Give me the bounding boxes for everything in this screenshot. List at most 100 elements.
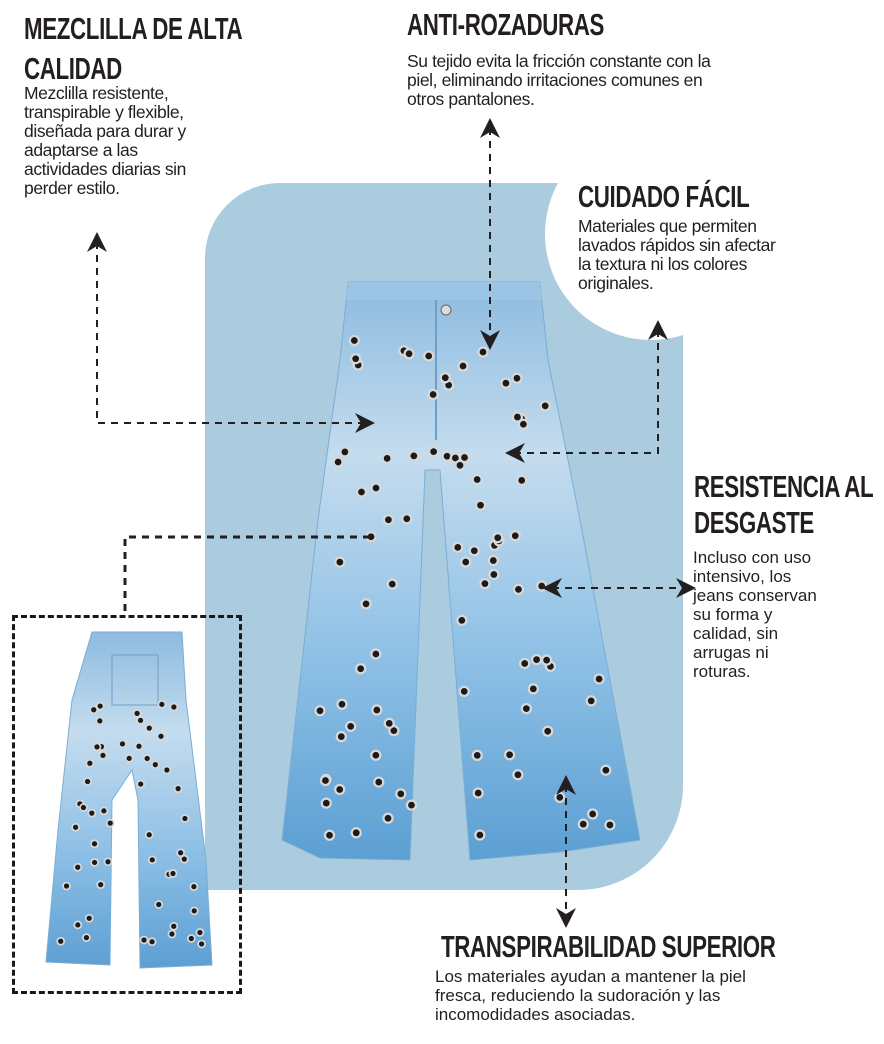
grommets-main — [314, 334, 616, 841]
grommet — [189, 882, 199, 892]
grommet — [335, 730, 347, 743]
feature-title: CALIDAD — [24, 51, 122, 86]
grommet — [600, 764, 612, 776]
grommet — [458, 685, 470, 698]
grommet — [136, 715, 145, 725]
grommet — [98, 750, 108, 760]
grommet — [144, 723, 154, 733]
grommet — [371, 704, 383, 716]
grommet — [168, 869, 178, 878]
grommet — [395, 788, 407, 800]
grommet — [479, 578, 491, 590]
grommet — [89, 705, 99, 715]
grommet — [118, 739, 127, 749]
grommet — [79, 803, 88, 812]
grommet — [87, 808, 97, 818]
connector-back-view — [123, 535, 370, 615]
back-jeans — [45, 631, 213, 969]
grommet — [512, 583, 525, 596]
feature-title: CUIDADO FÁCIL — [578, 179, 750, 214]
grommet — [314, 705, 326, 717]
grommet — [382, 514, 395, 526]
grommet — [519, 657, 531, 670]
grommet — [62, 881, 71, 891]
grommet — [95, 701, 105, 711]
grommet — [474, 499, 487, 511]
grommet — [92, 742, 102, 752]
feature-title: ANTI-ROZADURAS — [407, 7, 605, 42]
feature-title: DESGASTE — [694, 505, 814, 540]
grommet — [73, 862, 83, 872]
grommet — [527, 683, 539, 695]
grommet — [139, 935, 149, 945]
grommet — [520, 702, 532, 715]
grommet — [370, 749, 382, 761]
grommet — [154, 900, 164, 909]
grommet — [373, 776, 385, 788]
grommet — [82, 933, 91, 943]
feature-title: TRANSPIRABILIDAD SUPERIOR — [441, 929, 776, 964]
grommet — [457, 360, 469, 372]
grommet — [403, 348, 415, 360]
grommet — [136, 779, 146, 789]
grommet — [516, 474, 528, 487]
grommet — [452, 541, 464, 553]
grommet — [503, 749, 516, 761]
grommet — [332, 456, 344, 468]
panel-cutout — [545, 128, 757, 340]
grommet — [370, 482, 382, 494]
grommet — [386, 578, 398, 590]
grommet — [355, 663, 367, 675]
grommet — [142, 754, 152, 763]
grommet — [383, 717, 395, 729]
grommet — [197, 939, 206, 949]
grommet — [456, 614, 468, 627]
feature-text: Mezclilla resistente, transpirable y fle… — [24, 83, 186, 198]
grommet — [405, 799, 418, 811]
grommet — [84, 913, 94, 923]
grommet — [423, 350, 435, 362]
grommet — [509, 530, 521, 542]
grommet — [471, 473, 483, 486]
grommets-back — [56, 699, 206, 949]
grommet — [339, 446, 351, 458]
feature-title: MEZCLILLA DE ALTA — [24, 11, 243, 46]
grommet — [355, 486, 368, 498]
grommet — [96, 880, 106, 890]
grommet — [382, 812, 394, 824]
grommet — [156, 731, 166, 741]
grommet — [439, 372, 451, 384]
grommet — [167, 929, 177, 939]
grommet — [334, 783, 346, 796]
grommet — [195, 928, 205, 937]
grommet — [147, 937, 157, 947]
feature-text: Materiales que permiten lavados rápidos … — [578, 216, 776, 293]
grommet — [320, 797, 332, 809]
grommet — [471, 749, 483, 761]
grommet — [173, 784, 183, 793]
grommet — [105, 818, 115, 828]
grommet — [144, 830, 154, 840]
grommet — [512, 769, 524, 781]
grommet — [323, 829, 336, 841]
grommet — [147, 855, 157, 865]
grommet — [95, 716, 105, 726]
grommet — [169, 921, 179, 931]
grommet — [474, 829, 486, 841]
grommet — [71, 822, 80, 832]
grommet — [487, 554, 499, 567]
grommet — [492, 532, 504, 544]
grommet — [157, 699, 167, 709]
grommet — [427, 388, 439, 401]
grommet — [604, 819, 616, 831]
grommet — [179, 854, 189, 864]
grommet — [99, 806, 109, 816]
grommet — [319, 774, 332, 787]
grommet — [468, 545, 480, 557]
grommet — [132, 709, 142, 718]
grommet — [587, 808, 599, 820]
grommet — [427, 445, 440, 458]
grommet — [401, 513, 413, 525]
grommet — [85, 758, 95, 768]
